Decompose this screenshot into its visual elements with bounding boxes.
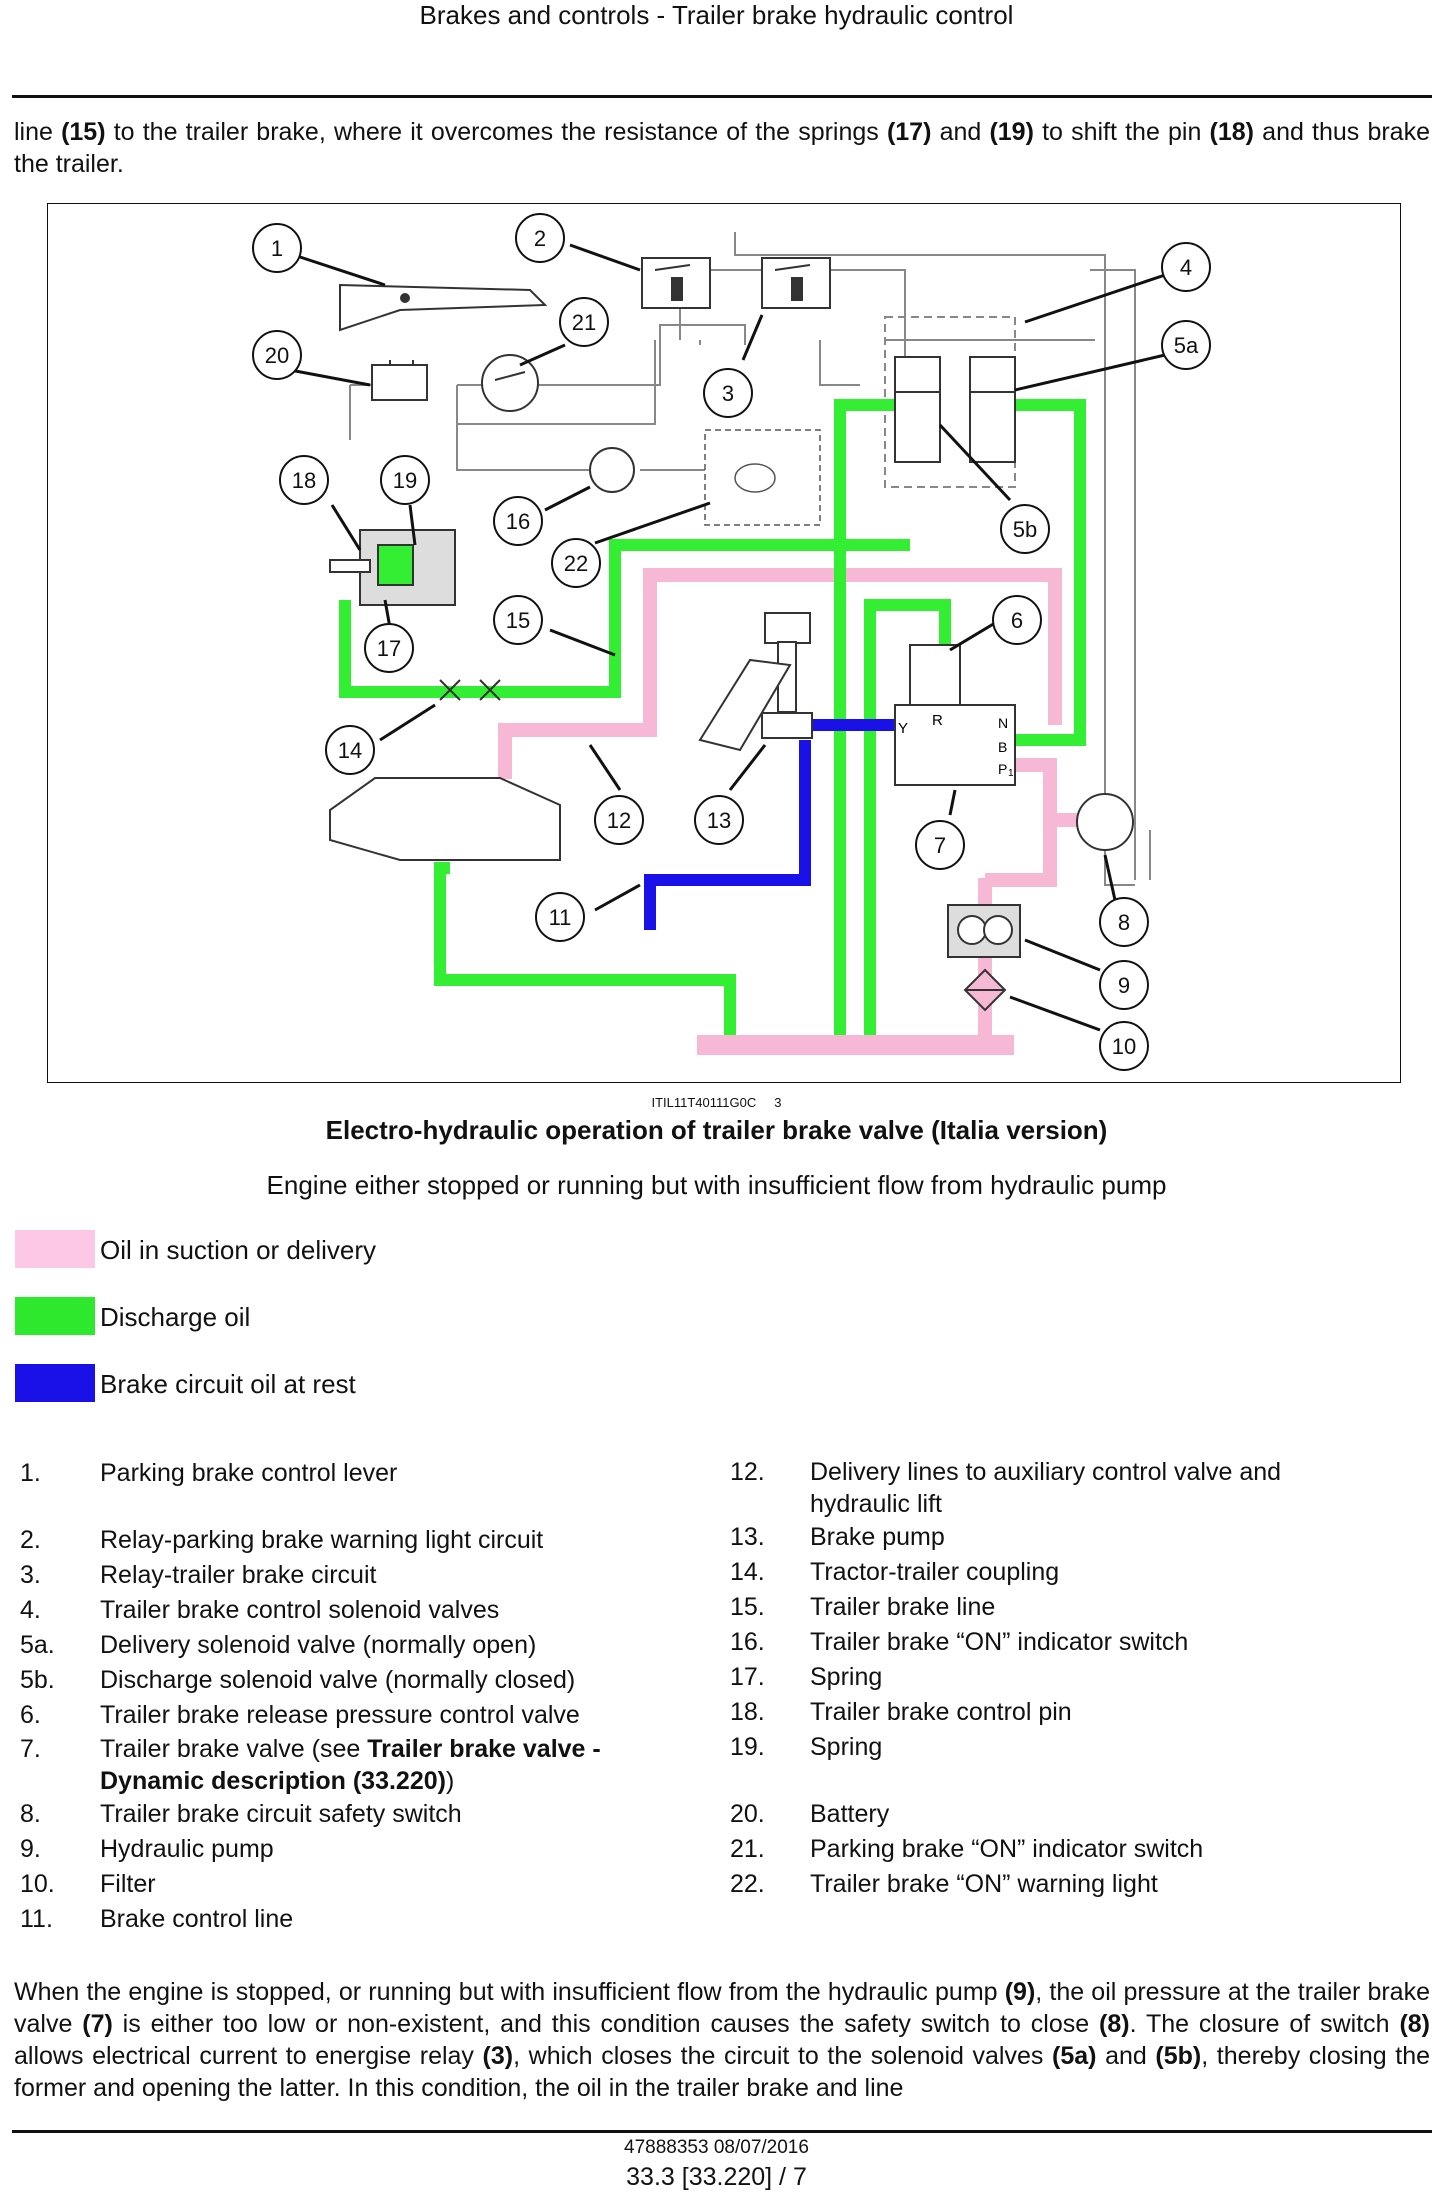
list-item: 2.Relay-parking brake warning light circ… — [20, 1526, 544, 1554]
electrical-wiring — [349, 232, 1151, 886]
footer-page: 33.3 [33.220] / 7 — [626, 2163, 807, 2191]
callout-10: 10 — [1112, 1034, 1136, 1059]
diagram-frame — [47, 203, 1401, 1083]
list-item: 6.Trailer brake release pressure control… — [20, 1701, 580, 1729]
callout-19: 19 — [393, 468, 417, 493]
list-item: 15.Trailer brake line — [730, 1593, 996, 1621]
return-line — [697, 1035, 1014, 1055]
filter — [963, 968, 1007, 1012]
callout-12: 12 — [607, 808, 631, 833]
page-header: Brakes and controls - Trailer brake hydr… — [419, 0, 1014, 30]
list-item: 19.Spring — [730, 1733, 883, 1761]
hydraulic-pump — [947, 904, 1021, 958]
figure-caption: Electro-hydraulic operation of trailer b… — [325, 1115, 1108, 1145]
legend-label-suction: Oil in suction or delivery — [100, 1235, 376, 1265]
callout-14: 14 — [338, 738, 362, 763]
port-one: 1 — [1008, 768, 1014, 779]
callout-9: 9 — [1118, 973, 1130, 998]
callout-leaders — [289, 243, 1166, 1032]
port-r: R — [932, 712, 943, 729]
port-p: P — [998, 761, 1007, 777]
list-item: 12.Delivery lines to auxiliary control v… — [730, 1458, 1282, 1518]
footer-rule — [12, 2130, 1432, 2133]
list-item: 10.Filter — [20, 1870, 156, 1898]
callout-17: 17 — [377, 636, 401, 661]
list-item: 18.Trailer brake control pin — [730, 1698, 1072, 1726]
header-rule — [12, 95, 1432, 98]
list-item: 9.Hydraulic pump — [20, 1835, 274, 1863]
list-item: 5b.Discharge solenoid valve (normally cl… — [20, 1666, 576, 1694]
legend-swatch-brake — [15, 1364, 95, 1402]
footer-doc: 47888353 08/07/2016 — [624, 2137, 809, 2158]
figure-subcaption: Engine either stopped or running but wit… — [266, 1170, 1167, 1200]
list-item: 20.Battery — [730, 1800, 890, 1828]
figure-code: ITIL11T40111G0C 3 — [651, 1095, 782, 1110]
callout-20: 20 — [265, 343, 289, 368]
trailer-indicator-switch — [589, 447, 635, 493]
callout-5b: 5b — [1013, 517, 1037, 542]
list-item: 7.Trailer brake valve (see Trailer brake… — [20, 1735, 601, 1795]
list-item: 14.Tractor-trailer coupling — [730, 1558, 1060, 1586]
list-item: 17.Spring — [730, 1663, 883, 1691]
brake-pump — [698, 612, 813, 752]
callout-1: 1 — [271, 236, 283, 261]
trailer-brake-cylinder — [329, 529, 456, 606]
legend-label-brake: Brake circuit oil at rest — [100, 1369, 356, 1399]
callout-18: 18 — [292, 468, 316, 493]
callout-3: 3 — [722, 381, 734, 406]
legend-swatch-suction — [15, 1230, 95, 1268]
list-item: 3.Relay-trailer brake circuit — [20, 1561, 377, 1589]
callout-4: 4 — [1180, 255, 1192, 280]
list-item: 13.Brake pump — [730, 1523, 945, 1551]
parking-indicator-switch — [481, 354, 539, 412]
callout-2: 2 — [534, 226, 546, 251]
tractor-trailer-coupling — [439, 679, 501, 701]
port-n: N — [998, 715, 1008, 731]
port-b: B — [998, 739, 1007, 755]
list-item: 16.Trailer brake “ON” indicator switch — [730, 1628, 1189, 1656]
list-item: 21.Parking brake “ON” indicator switch — [730, 1835, 1204, 1863]
list-item: 4.Trailer brake control solenoid valves — [20, 1596, 500, 1624]
safety-switch — [1076, 793, 1134, 851]
callout-15: 15 — [506, 608, 530, 633]
callout-22: 22 — [564, 551, 588, 576]
callout-6: 6 — [1011, 608, 1023, 633]
list-item: 1.Parking brake control lever — [20, 1459, 398, 1487]
legend-swatch-discharge — [15, 1297, 95, 1335]
warning-light — [704, 429, 821, 526]
battery — [371, 360, 428, 401]
body-paragraph: When the engine is stopped, or running b… — [14, 1978, 1431, 2102]
brake-control-lines — [644, 719, 895, 930]
callout-labels: 1 2 3 4 5a 5b 6 7 8 9 10 11 12 13 14 15 … — [265, 226, 1199, 1059]
hydraulic-diagram: Y R N B P 1 — [252, 213, 1211, 1071]
callout-11: 11 — [549, 905, 572, 930]
list-item: 8.Trailer brake circuit safety switch — [20, 1800, 462, 1828]
list-item: 22.Trailer brake “ON” warning light — [730, 1870, 1158, 1898]
port-y: Y — [898, 720, 908, 737]
callout-8: 8 — [1118, 910, 1130, 935]
callout-21: 21 — [572, 310, 596, 335]
callout-circles — [252, 213, 1211, 1071]
list-item: 5a.Delivery solenoid valve (normally ope… — [20, 1631, 537, 1659]
callout-7: 7 — [934, 833, 946, 858]
parts-list-left: 1.Parking brake control lever 2.Relay-pa… — [20, 1456, 720, 1937]
parts-list-right: 12.Delivery lines to auxiliary control v… — [730, 1456, 1430, 1902]
callout-13: 13 — [707, 808, 731, 833]
parking-brake-lever — [339, 283, 548, 332]
list-item: 11.Brake control line — [20, 1905, 294, 1933]
trailer-brake-valve — [894, 644, 1016, 786]
callout-16: 16 — [506, 509, 530, 534]
relay-3 — [761, 257, 831, 309]
callout-5a: 5a — [1174, 333, 1199, 358]
auxiliary-control-valve — [329, 777, 561, 861]
legend-label-discharge: Discharge oil — [100, 1302, 251, 1332]
solenoid-valves — [894, 356, 1016, 463]
relay-2 — [641, 257, 711, 309]
intro-paragraph: line (15) to the trailer brake, where it… — [14, 118, 1430, 178]
